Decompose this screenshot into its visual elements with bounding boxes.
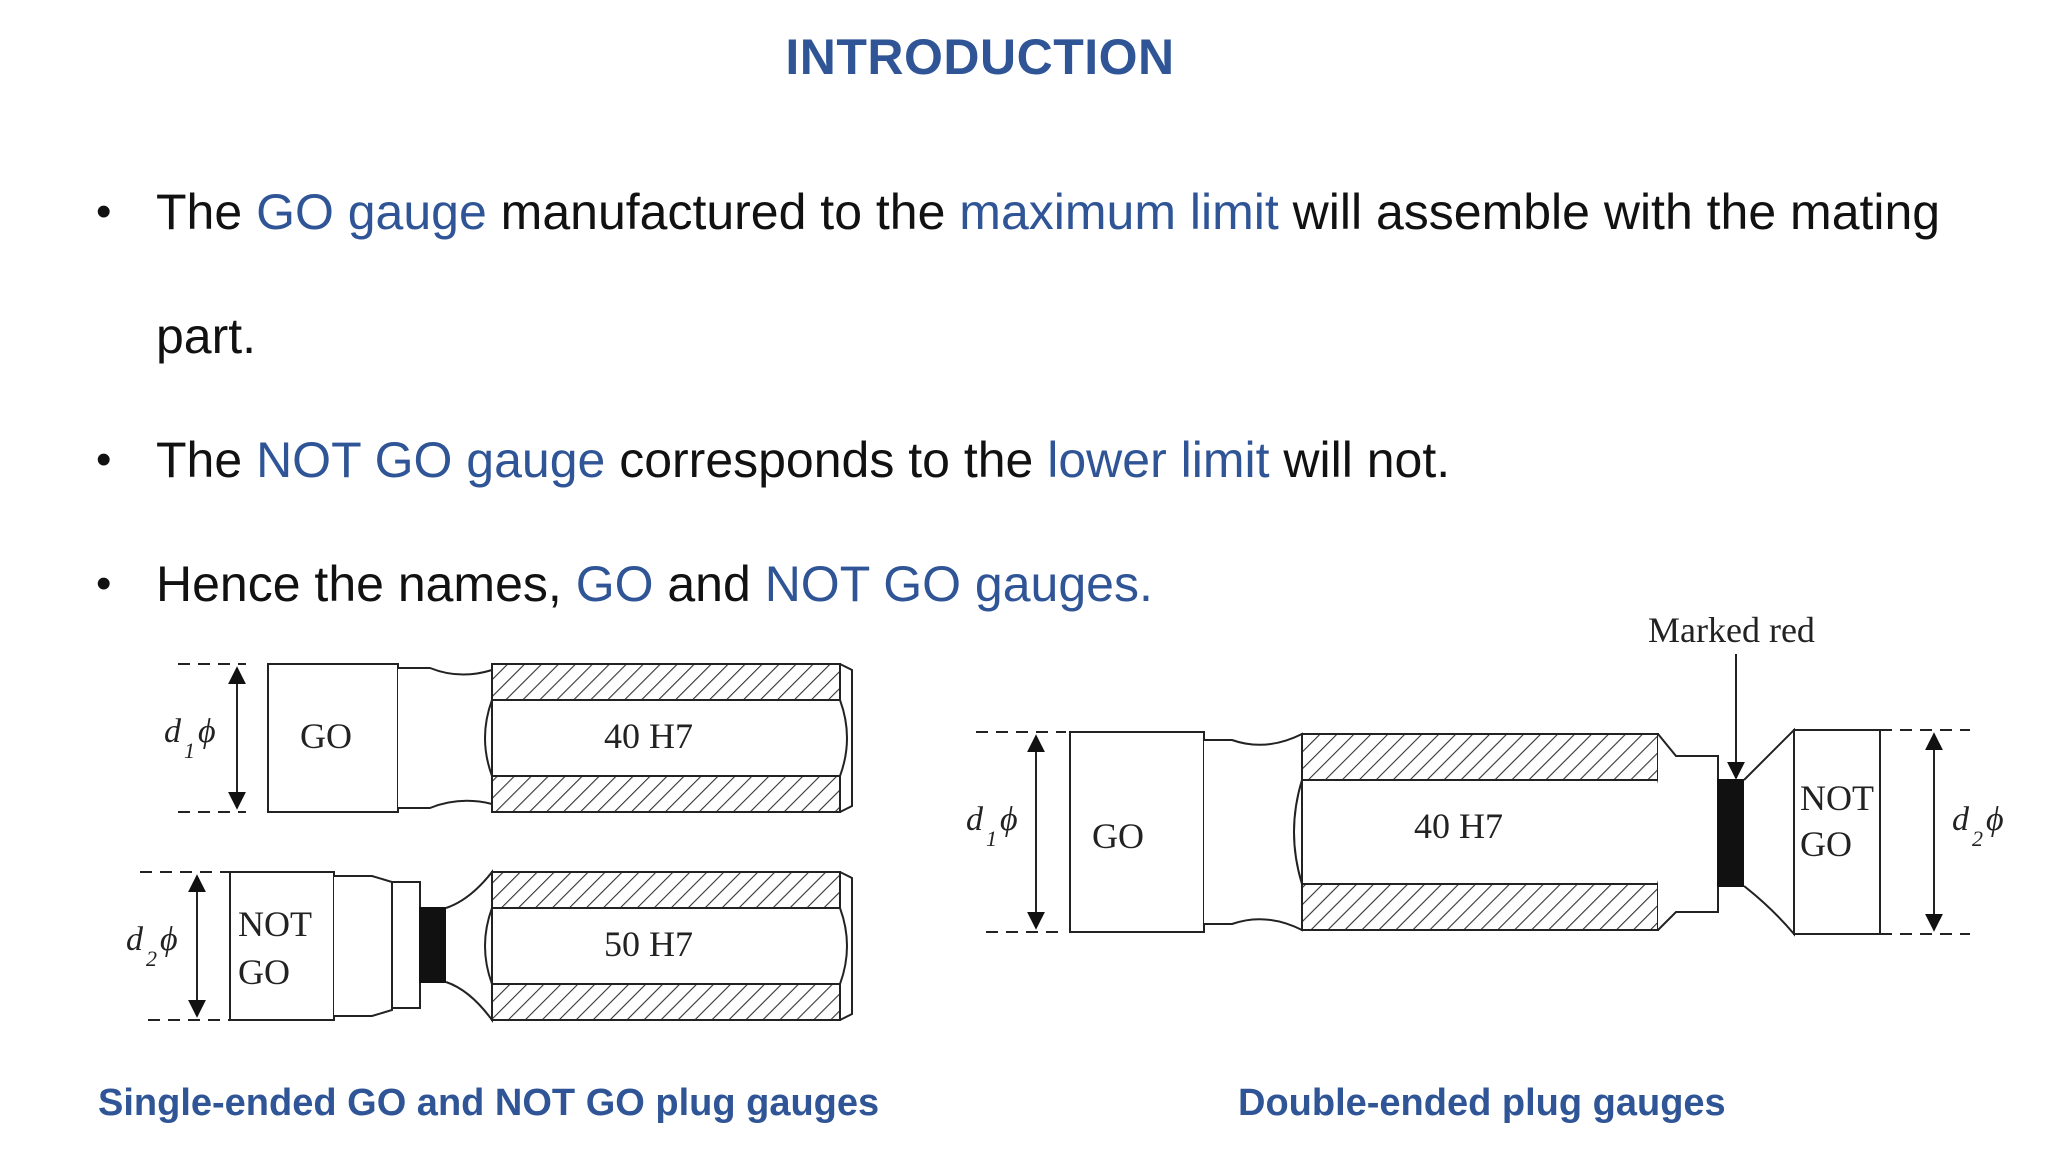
notgo-handle-bore-right (839, 907, 848, 985)
bullet-dot: • (96, 435, 112, 484)
caption-single-ended: Single-ended GO and NOT GO plug gauges (98, 1082, 880, 1124)
handle-bore-right (1657, 779, 1667, 885)
d2-label-right: d 2 ϕ (1952, 801, 2004, 851)
text-segment: corresponds to the (605, 432, 1048, 488)
text-segment: Hence the names, (156, 556, 576, 612)
bullet-list: • The GO gauge manufactured to the maxim… (96, 150, 2026, 646)
text-segment: part. (156, 308, 257, 364)
d1-label-right: d 1 ϕ (966, 801, 1018, 851)
notgo-gauge-collar (391, 881, 421, 1009)
go-end-label: GO (1092, 816, 1144, 856)
svg-text:ϕ: ϕ (160, 921, 178, 958)
handle-hatch-bottom (1301, 883, 1659, 931)
notgo-end-body (1793, 729, 1881, 935)
highlight-go-gauge: GO gauge (256, 184, 487, 240)
notgo-handle-hatch-bottom (491, 983, 841, 1021)
handle-label: 40 H7 (1414, 806, 1503, 846)
highlight-lower-limit: lower limit (1047, 432, 1270, 488)
notgo-label-line-1: NOT (238, 904, 312, 944)
go-gauge-body (267, 663, 399, 813)
svg-text:d: d (1952, 801, 1970, 838)
svg-text:2: 2 (1972, 826, 1983, 851)
bullet-item-names: • Hence the names, GO and NOT GO gauges. (96, 522, 2026, 646)
svg-text:ϕ: ϕ (1986, 801, 2004, 838)
notgo-handle-end (839, 871, 853, 1021)
bullet-item-not-go-gauge: • The NOT GO gauge corresponds to the lo… (96, 398, 2026, 522)
bullet-dot: • (96, 559, 112, 608)
highlight-not-go-gauges: NOT GO gauges. (764, 556, 1153, 612)
handle-bore-left (1293, 779, 1303, 885)
d1-label-left: d 1 ϕ (164, 713, 216, 763)
single-ended-go-gauge (178, 663, 853, 813)
go-gauge-neck (398, 667, 493, 809)
go-handle-label: 40 H7 (604, 716, 693, 756)
go-handle-bore-right (839, 699, 848, 777)
notgo-gauge-step (334, 875, 393, 1017)
d2-label-left: d 2 ϕ (126, 921, 178, 971)
bullet-dot: • (96, 187, 112, 236)
go-label: GO (300, 716, 352, 756)
notgo-red-marking (419, 907, 447, 983)
go-handle-bore-left (484, 699, 493, 777)
svg-text:d: d (126, 921, 144, 958)
handle-hatch-top (1301, 733, 1659, 781)
highlight-not-go-gauge: NOT GO gauge (256, 432, 606, 488)
text-segment: will assemble with the mating (1278, 184, 1941, 240)
go-handle-end (839, 663, 853, 813)
go-handle-hatch-bottom (491, 775, 841, 813)
double-ended-plug-gauge (976, 654, 1970, 937)
go-end-neck (1204, 732, 1303, 932)
text-segment: The (156, 432, 257, 488)
svg-text:ϕ: ϕ (1000, 801, 1018, 838)
notgo-handle-label: 50 H7 (604, 924, 693, 964)
handle-end-step (1657, 733, 1719, 931)
notgo-handle-bore-left (484, 907, 493, 985)
go-handle-hatch-top (491, 663, 841, 701)
page-title: INTRODUCTION (785, 29, 1175, 85)
bullet-line: Hence the names, GO and NOT GO gauges. (156, 522, 2026, 646)
go-end-body (1069, 731, 1205, 933)
notgo-end-neck (1743, 727, 1795, 937)
svg-text:d: d (164, 713, 182, 750)
single-ended-notgo-gauge (140, 869, 853, 1024)
notgo-label-line-2: GO (238, 952, 290, 992)
svg-text:1: 1 (986, 826, 997, 851)
bullet-item-go-gauge: • The GO gauge manufactured to the maxim… (96, 150, 2026, 398)
text-segment: The (156, 184, 257, 240)
notgo-end-label-line-1: NOT (1800, 778, 1874, 818)
notgo-gauge-body (229, 871, 335, 1021)
svg-text:1: 1 (184, 738, 195, 763)
notgo-gauge-neck (445, 869, 493, 1024)
bullet-line: The GO gauge manufactured to the maximum… (156, 150, 2026, 274)
svg-text:d: d (966, 801, 984, 838)
bullet-line-continued: part. (156, 274, 2026, 398)
text-segment: manufactured to the (486, 184, 960, 240)
highlight-go: GO (575, 556, 654, 612)
svg-text:ϕ: ϕ (198, 713, 216, 750)
svg-text:2: 2 (146, 946, 157, 971)
caption-double-ended: Double-ended plug gauges (1238, 1082, 1726, 1124)
text-segment: will not. (1269, 432, 1451, 488)
red-marking-band (1717, 779, 1745, 887)
text-segment: and (653, 556, 765, 612)
notgo-end-label-line-2: GO (1800, 824, 1852, 864)
highlight-maximum-limit: maximum limit (959, 184, 1279, 240)
notgo-handle-hatch-top (491, 871, 841, 909)
bullet-line: The NOT GO gauge corresponds to the lowe… (156, 398, 2026, 522)
